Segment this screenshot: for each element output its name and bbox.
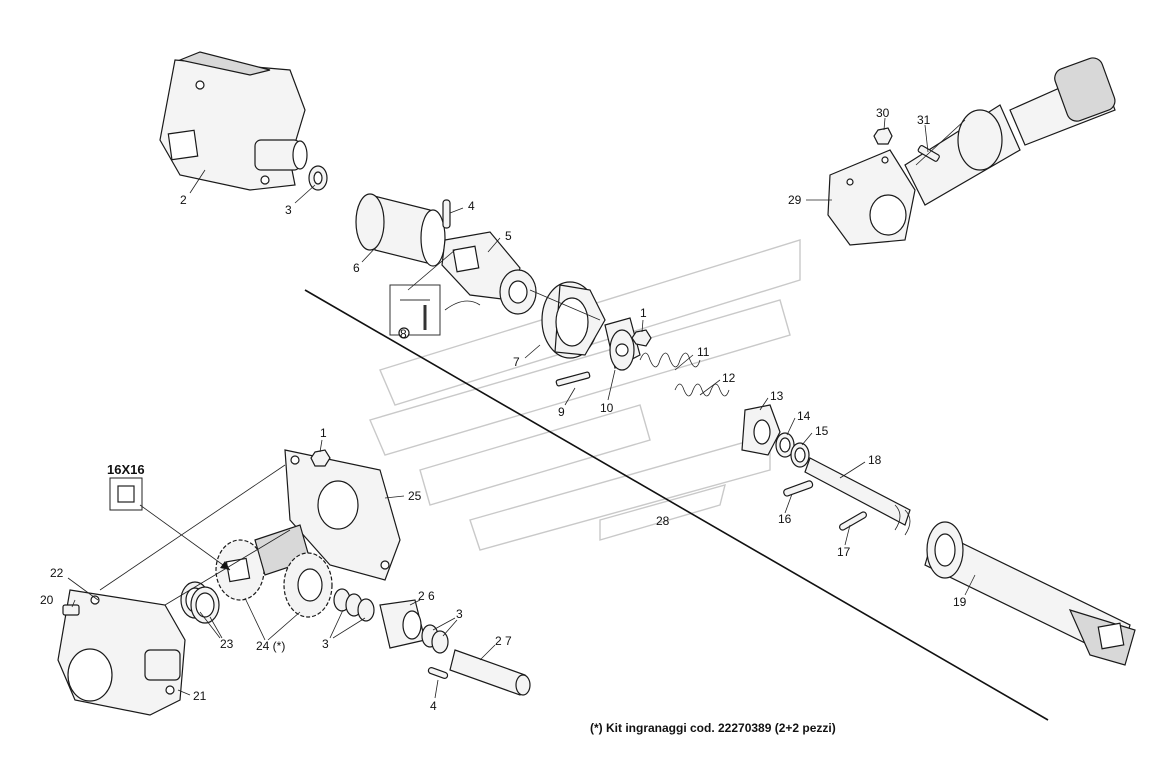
- callout-18: 18: [868, 453, 882, 467]
- housing-plate-25-icon: [284, 449, 401, 581]
- callout-5: 5: [505, 229, 512, 243]
- callout-27: 2 7: [495, 634, 512, 648]
- pin-detail-icon: [389, 284, 481, 339]
- callout-30: 30: [876, 106, 890, 120]
- callout-3-lower-b: 3: [456, 607, 463, 621]
- callout-20: 20: [40, 593, 54, 607]
- callout-15: 15: [815, 424, 829, 438]
- square-size-box: [109, 477, 143, 511]
- kit-note: (*) Kit ingranaggi cod. 22270389 (2+2 pe…: [590, 721, 836, 735]
- callout-10: 10: [600, 401, 614, 415]
- gear-24a-icon: [215, 539, 265, 601]
- splined-shaft-upper-icon: [904, 57, 1116, 206]
- callout-1-lower: 1: [320, 426, 327, 440]
- nut-1-lower-icon: [310, 449, 331, 467]
- callout-2: 2: [180, 193, 187, 207]
- callout-24: 24 (*): [256, 639, 285, 653]
- callout-7: 7: [513, 355, 520, 369]
- washer-3-upper-icon: [308, 165, 328, 191]
- callout-3-lower-a: 3: [322, 637, 329, 651]
- gearbox-housing-upper-icon: [159, 51, 308, 191]
- callout-4-upper: 4: [468, 199, 475, 213]
- cylinder-6-icon: [355, 193, 446, 267]
- ring-14-icon: [775, 432, 795, 458]
- gearbox-housing-lower-icon: [57, 589, 186, 716]
- callout-11: 11: [697, 345, 710, 359]
- pin-16-icon: [783, 480, 814, 497]
- callout-14: 14: [797, 409, 811, 423]
- callout-6: 6: [353, 261, 360, 275]
- hub-10-icon: [604, 317, 641, 371]
- nut-30-icon: [873, 127, 893, 145]
- ring-15-icon: [790, 442, 810, 468]
- callout-12: 12: [722, 371, 736, 385]
- bolt-20-icon: [62, 604, 80, 616]
- shaft-18-icon: [804, 457, 911, 536]
- callout-28: 28: [656, 514, 670, 528]
- callout-21: 21: [193, 689, 207, 703]
- callout-1-upper: 1: [640, 306, 647, 320]
- callout-4-lower: 4: [430, 699, 437, 713]
- pin-4-upper-icon: [442, 199, 451, 229]
- seal-rings-23-icon: [180, 581, 220, 624]
- callout-17: 17: [837, 545, 851, 559]
- washers-3a-icon: [333, 588, 375, 622]
- pin-17-icon: [839, 511, 867, 531]
- nut-1-upper-icon: [631, 329, 652, 347]
- yoke-5-icon: [441, 231, 537, 315]
- cup-7-icon: [541, 281, 606, 359]
- callout-26: 2 6: [418, 589, 435, 603]
- bushing-13-icon: [741, 404, 781, 456]
- callout-16: 16: [778, 512, 792, 526]
- pin-4-lower-icon: [427, 667, 449, 679]
- callout-3-upper: 3: [285, 203, 292, 217]
- callout-29: 29: [788, 193, 802, 207]
- callout-9: 9: [558, 405, 565, 419]
- size-label: 16X16: [107, 462, 145, 477]
- bolt-9-icon: [555, 371, 591, 387]
- gear-24b-icon: [283, 552, 333, 618]
- bushing-26-icon: [379, 599, 426, 649]
- callout-22: 22: [50, 566, 64, 580]
- callout-13: 13: [770, 389, 784, 403]
- spring-12-icon: [674, 383, 730, 397]
- callout-8: 8: [400, 327, 407, 341]
- callout-23: 23: [220, 637, 234, 651]
- callout-19: 19: [953, 595, 967, 609]
- separation-line: [304, 289, 1049, 721]
- callout-31: 31: [917, 113, 931, 127]
- splined-shaft-19-icon: [924, 521, 1136, 666]
- callout-25: 25: [408, 489, 422, 503]
- washers-3b-icon: [421, 624, 449, 654]
- spring-11-icon: [639, 352, 701, 368]
- flange-29-icon: [827, 149, 916, 246]
- shaft-27-icon: [449, 649, 531, 696]
